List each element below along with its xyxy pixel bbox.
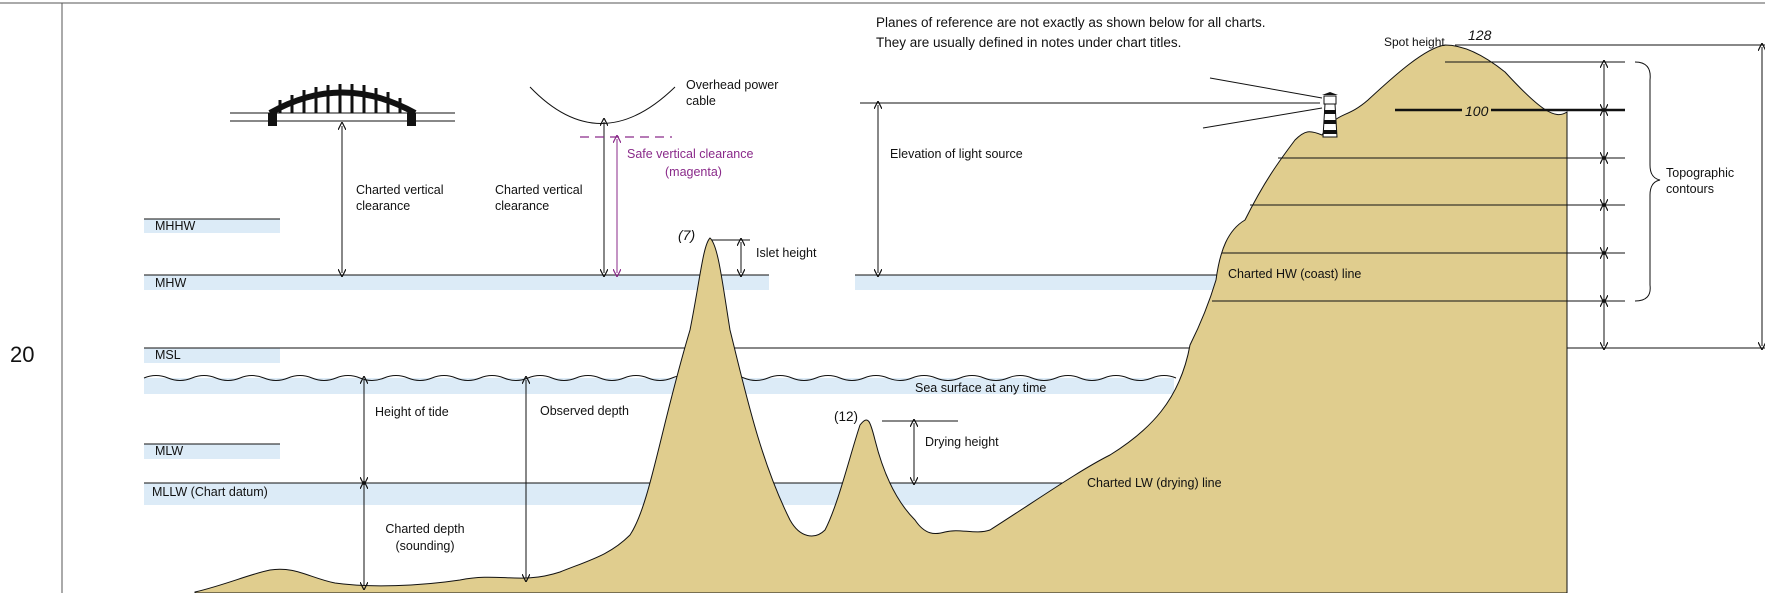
overhead-cable-label-2: cable <box>686 94 716 108</box>
safe-clearance-label-2: (magenta) <box>665 165 722 179</box>
islet-height-label: Islet height <box>756 246 817 260</box>
charted-hw-line-label: Charted HW (coast) line <box>1228 267 1362 281</box>
msl-label: MSL <box>155 348 181 362</box>
land-profile <box>194 44 1568 593</box>
overhead-cable <box>529 86 676 124</box>
mlw-label: MLW <box>155 444 184 458</box>
mhhw-label: MHHW <box>155 219 196 233</box>
overhead-cable-label-1: Overhead power <box>686 78 779 92</box>
observed-depth-label: Observed depth <box>540 404 629 418</box>
topographic-contours-label-2: contours <box>1666 182 1714 196</box>
note-line-2: They are usually defined in notes under … <box>876 35 1182 50</box>
mhw-band-left <box>144 275 769 290</box>
charted-lw-line-label: Charted LW (drying) line <box>1087 476 1222 490</box>
bridge-clearance-label-1: Charted vertical <box>356 183 444 197</box>
drying-height-value: (12) <box>834 409 859 424</box>
mlw-band <box>144 444 280 459</box>
charted-depth-label-2: (sounding) <box>395 539 455 553</box>
note-line-1: Planes of reference are not exactly as s… <box>876 15 1266 30</box>
arch-bridge <box>230 84 455 126</box>
contour-arrows <box>1604 47 1762 346</box>
islet-height-value: (7) <box>678 227 696 243</box>
mllw-label: MLLW (Chart datum) <box>152 485 268 499</box>
topographic-contours-label-1: Topographic <box>1666 166 1735 180</box>
elevation-light-label: Elevation of light source <box>890 147 1023 161</box>
mllw-band <box>144 483 1064 505</box>
spot-height-value: 128 <box>1468 27 1492 43</box>
cable-clearance-label-1: Charted vertical <box>495 183 583 197</box>
bridge-clearance-label-2: clearance <box>356 199 411 213</box>
page-number: 20 <box>10 342 35 367</box>
mhw-band-right <box>855 275 1220 290</box>
contour-lines <box>1212 44 1765 302</box>
cable-clearance-label-2: clearance <box>495 199 550 213</box>
sea-surface-label: Sea surface at any time <box>915 381 1047 395</box>
spot-height-label: Spot height <box>1384 35 1445 49</box>
sea-surface-wave <box>143 375 1177 381</box>
safe-clearance-label-1: Safe vertical clearance <box>627 147 754 161</box>
msl-band <box>144 348 280 363</box>
drying-height-label: Drying height <box>925 435 999 449</box>
mhw-label: MHW <box>155 276 187 290</box>
contour-brace <box>1634 61 1661 302</box>
mhhw-band <box>144 219 280 233</box>
charted-depth-label-1: Charted depth <box>385 522 465 536</box>
contour-value: 100 <box>1462 103 1492 121</box>
height-of-tide-label: Height of tide <box>375 405 449 419</box>
sea-band <box>144 378 1174 394</box>
lighthouse-icon <box>1202 77 1338 138</box>
